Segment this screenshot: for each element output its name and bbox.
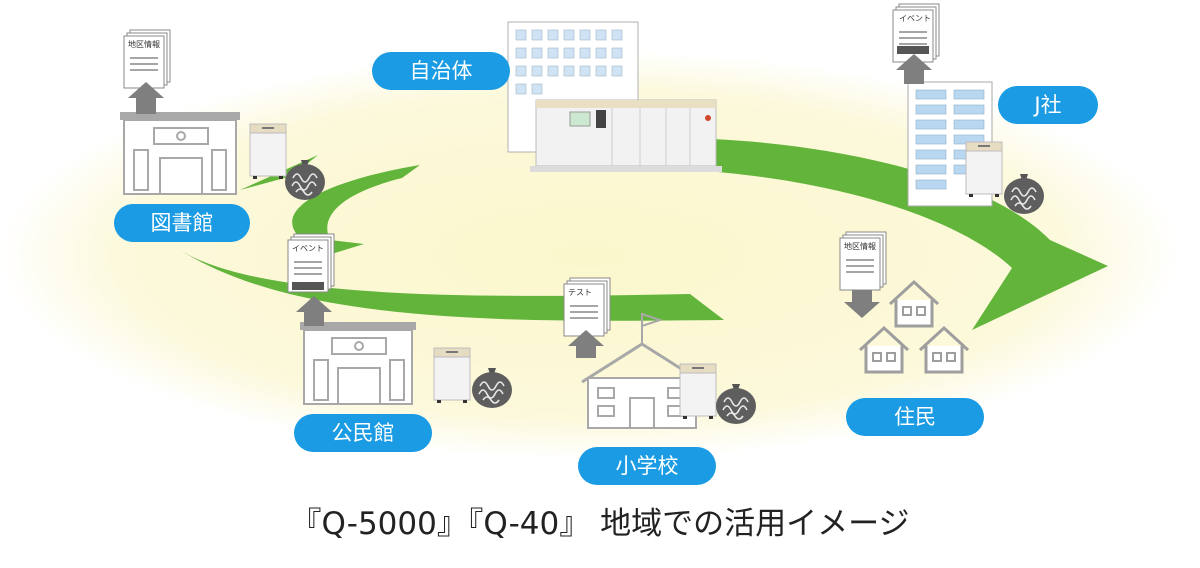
library-regional-info-document: 地区情報 [123,29,171,89]
green-arrow-left [292,165,420,240]
diagram-caption: 『Q-5000』『Q-40』 地域での活用イメージ [290,506,910,542]
label-elementary-school: 小学校 [578,447,716,485]
residents-regional-info-label: 地区情報 [844,241,876,251]
school-shredder [679,363,717,420]
community-hall-up-arrow [296,296,332,326]
label-library: 図書館 [114,204,250,242]
community-hall-shredder [433,347,471,404]
community-hall-event-document: イベント [287,233,335,293]
library-shredder [249,123,287,180]
large-shredder-machine [530,99,722,172]
library-building [120,112,240,195]
library-up-arrow [128,82,164,114]
school-test-document: テスト [563,277,611,337]
school-test-label: テスト [568,288,592,297]
label-community-hall: 公民館 [294,414,432,452]
company-up-arrow [896,54,932,84]
community-hall-building [300,322,416,405]
residents-regional-info-document: 地区情報 [839,231,887,291]
residents-down-arrow [844,290,880,318]
label-residents: 住民 [846,398,984,436]
company-shredder [965,141,1003,198]
company-event-document: イベント [892,3,940,63]
label-company: J社 [998,86,1098,124]
school-up-arrow [568,330,604,358]
community-hall-event-label: イベント [292,244,324,253]
library-regional-info-label: 地区情報 [128,39,160,49]
company-event-doc-label: イベント [899,14,931,23]
label-municipality: 自治体 [372,52,510,90]
